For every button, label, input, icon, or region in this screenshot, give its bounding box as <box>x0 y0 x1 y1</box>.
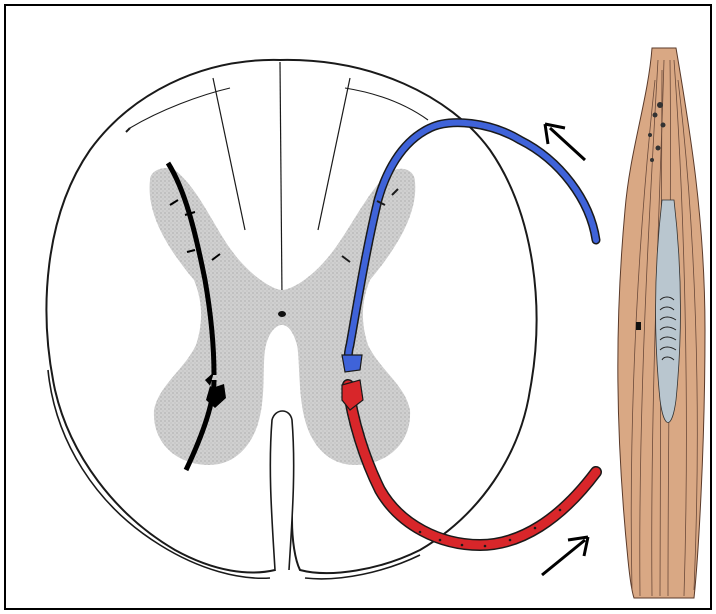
central-canal <box>278 311 286 317</box>
muscle-spindle <box>656 200 681 423</box>
sensory-fiber-terminal <box>342 355 362 372</box>
nerve-terminal <box>636 322 641 330</box>
ventral-median-fissure <box>270 411 293 570</box>
spinal-cord-cross-section <box>47 60 537 579</box>
